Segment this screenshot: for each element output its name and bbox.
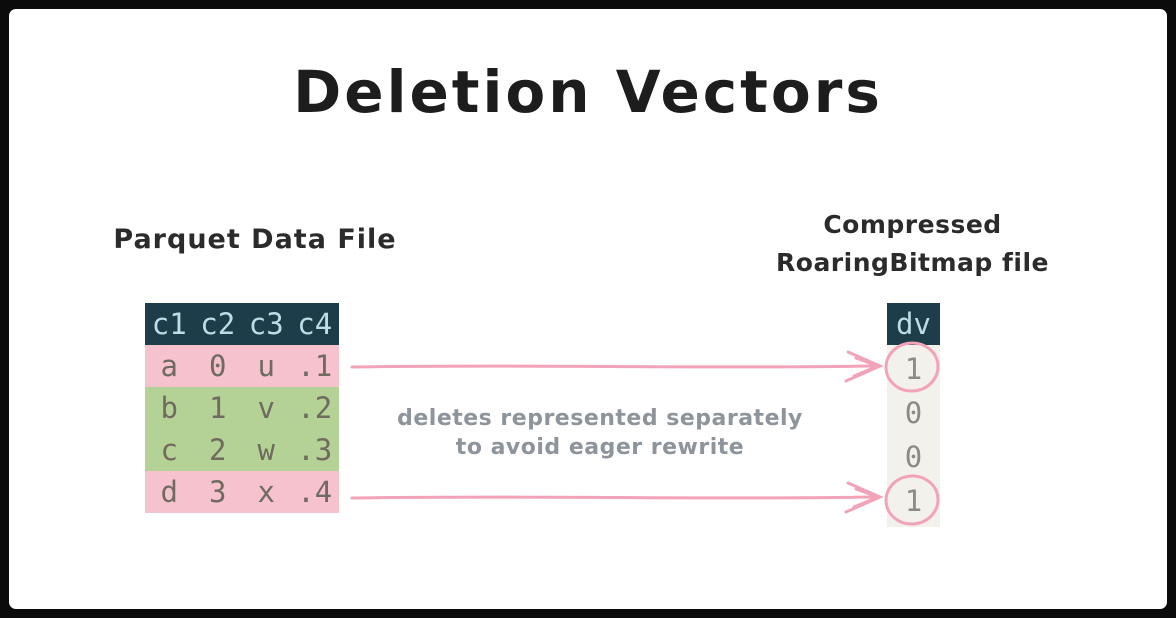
- table-cell: .1: [297, 349, 333, 383]
- table-cell: 2: [209, 433, 227, 467]
- annotation-line2: to avoid eager rewrite: [455, 435, 745, 460]
- column-header: c3: [248, 307, 284, 341]
- column-header: c1: [151, 307, 187, 341]
- dv-value: 1: [904, 352, 923, 386]
- dv-value: 1: [904, 484, 923, 518]
- parquet-file-label: Parquet Data File: [113, 224, 397, 255]
- bitmap-label-line1: Compressed: [823, 210, 1002, 239]
- bitmap-file-label: Compressed RoaringBitmap file: [760, 206, 1065, 282]
- table-row-live: c 2 w .3: [145, 429, 339, 471]
- table-cell: 0: [209, 349, 227, 383]
- table-cell: w: [257, 433, 275, 467]
- annotation-line1: deletes represented separately: [397, 406, 803, 431]
- table-cell: d: [160, 475, 178, 509]
- parquet-table: c1 c2 c3 c4 a 0 u .1 b 1 v .2 c 2 w .3 d…: [145, 303, 339, 513]
- column-header: c4: [297, 307, 333, 341]
- annotation-text: deletes represented separately to avoid …: [290, 404, 910, 462]
- table-cell: x: [257, 475, 275, 509]
- table-cell: a: [160, 349, 178, 383]
- table-cell: u: [257, 349, 275, 383]
- table-cell: c: [160, 433, 178, 467]
- column-header: c2: [200, 307, 236, 341]
- table-cell: .2: [297, 391, 333, 425]
- table-row-live: b 1 v .2: [145, 387, 339, 429]
- parquet-table-header: c1 c2 c3 c4: [145, 303, 339, 345]
- table-cell: .4: [297, 475, 333, 509]
- table-row-deleted: d 3 x .4: [145, 471, 339, 513]
- table-cell: b: [160, 391, 178, 425]
- table-cell: v: [257, 391, 275, 425]
- table-cell: .3: [297, 433, 333, 467]
- bitmap-label-line2: RoaringBitmap file: [776, 248, 1049, 277]
- table-row-deleted: a 0 u .1: [145, 345, 339, 387]
- dv-column-header: dv: [887, 303, 940, 345]
- table-cell: 3: [209, 475, 227, 509]
- table-cell: 1: [209, 391, 227, 425]
- diagram-title: Deletion Vectors: [293, 58, 883, 126]
- dv-value: 0: [904, 440, 923, 474]
- dv-value: 0: [904, 396, 923, 430]
